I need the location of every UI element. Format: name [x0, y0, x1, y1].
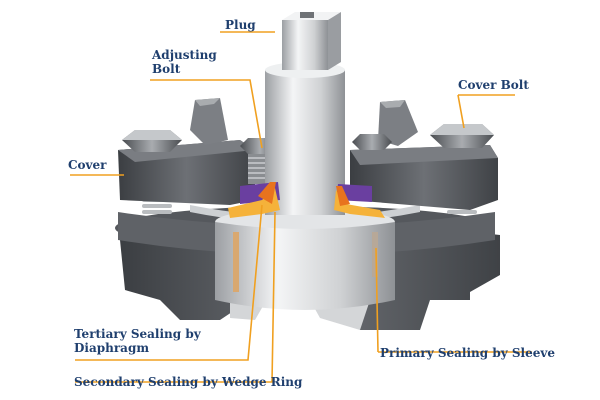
label-adjusting-bolt: Adjusting Bolt: [152, 48, 217, 76]
label-cover-bolt: Cover Bolt: [458, 78, 529, 92]
label-plug: Plug: [225, 18, 256, 32]
label-adjusting-bolt-line2: Bolt: [152, 62, 181, 76]
label-tertiary-line1: Tertiary Sealing by: [74, 327, 201, 341]
label-primary-sealing: Primary Sealing by Sleeve: [380, 346, 555, 360]
ear-left: [190, 98, 228, 145]
sleeve-right: [372, 232, 378, 277]
label-cover: Cover: [68, 158, 107, 172]
label-adjusting-bolt-line1: Adjusting: [152, 48, 217, 62]
label-tertiary-sealing: Tertiary Sealing by Diaphragm: [74, 327, 201, 355]
plug-stem: [265, 70, 345, 215]
leader-lines: [70, 31, 532, 383]
sleeve-left: [233, 232, 239, 292]
cover-bolt-left: [122, 130, 182, 152]
plug-head: [282, 20, 328, 70]
wedge-ring-right: [334, 190, 385, 218]
cover-bolt-right: [430, 124, 494, 148]
adjusting-bolt-right: [352, 134, 392, 150]
ear-right: [378, 100, 418, 146]
label-secondary-sealing: Secondary Sealing by Wedge Ring: [74, 375, 303, 389]
label-tertiary-line2: Diaphragm: [74, 341, 150, 355]
